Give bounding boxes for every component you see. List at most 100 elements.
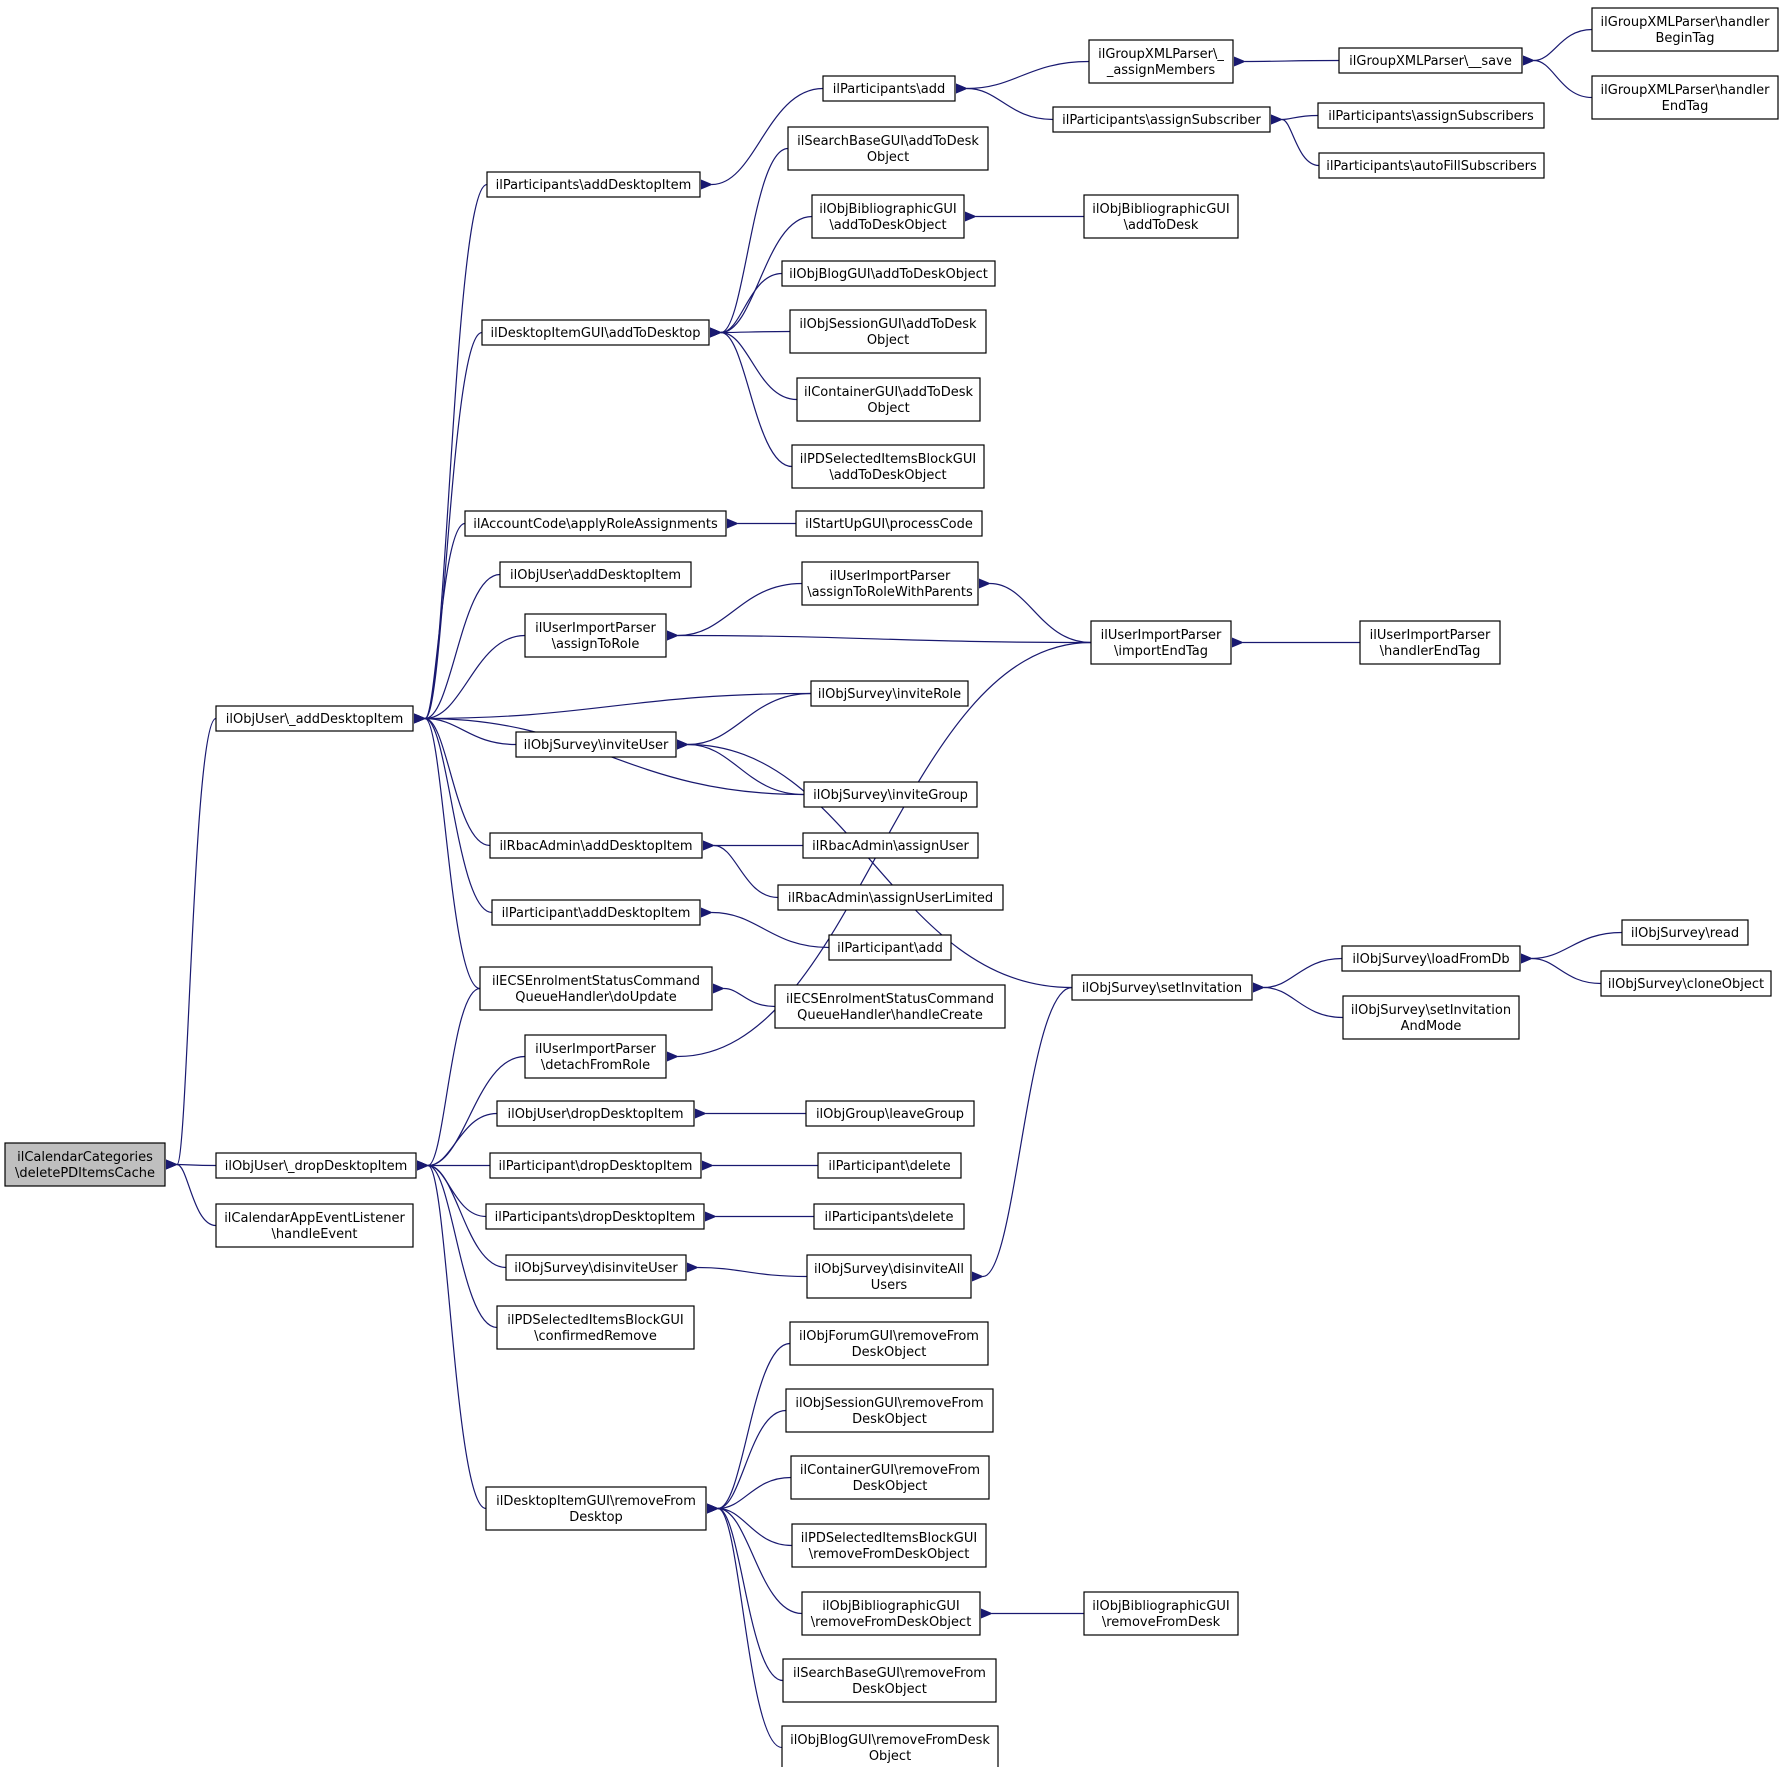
- graph-node[interactable]: ilUserImportParser\assignToRole: [524, 613, 667, 658]
- graph-node[interactable]: ilObjUser\addDesktopItem: [499, 561, 692, 588]
- graph-node[interactable]: ilObjSurvey\loadFromDb: [1341, 945, 1521, 972]
- graph-node[interactable]: ilObjForumGUI\removeFromDeskObject: [789, 1321, 989, 1366]
- graph-node[interactable]: ilObjUser\dropDesktopItem: [496, 1100, 695, 1127]
- graph-node[interactable]: ilObjSurvey\inviteUser: [515, 731, 677, 758]
- graph-node[interactable]: ilObjUser\_dropDesktopItem: [215, 1152, 417, 1179]
- graph-node[interactable]: ilParticipants\addDesktopItem: [486, 171, 701, 198]
- graph-node[interactable]: ilObjBlogGUI\addToDeskObject: [781, 260, 996, 287]
- graph-node[interactable]: ilUserImportParser\assignToRoleWithParen…: [801, 561, 979, 606]
- graph-node[interactable]: ilObjSurvey\inviteRole: [810, 680, 969, 707]
- graph-node[interactable]: ilObjBibliographicGUI\addToDesk: [1083, 194, 1239, 239]
- graph-node[interactable]: ilGroupXMLParser\__assignMembers: [1088, 39, 1234, 84]
- node-label: ilDesktopItemGUI\removeFrom: [496, 1494, 696, 1509]
- graph-node[interactable]: ilRbacAdmin\addDesktopItem: [489, 832, 703, 859]
- node-box: [801, 1591, 981, 1636]
- graph-node[interactable]: ilPDSelectedItemsBlockGUI\removeFromDesk…: [791, 1523, 987, 1568]
- graph-node[interactable]: ilUserImportParser\importEndTag: [1090, 620, 1232, 665]
- node-box: [789, 1321, 989, 1366]
- graph-node[interactable]: ilObjBibliographicGUI\removeFromDeskObje…: [801, 1591, 981, 1636]
- graph-edge: [709, 327, 791, 338]
- node-box: [464, 510, 727, 537]
- graph-node[interactable]: ilObjBibliographicGUI\addToDeskObject: [811, 194, 965, 239]
- graph-node[interactable]: ilParticipant\add: [828, 934, 952, 961]
- node-box: [1338, 47, 1523, 74]
- graph-node[interactable]: ilObjBlogGUI\removeFromDeskObject: [781, 1725, 999, 1767]
- node-box: [496, 1305, 695, 1350]
- graph-node[interactable]: ilObjSurvey\disinviteUser: [505, 1254, 687, 1281]
- graph-node[interactable]: ilContainerGUI\removeFromDeskObject: [790, 1455, 990, 1500]
- node-label: \removeFromDeskObject: [809, 1547, 970, 1562]
- graph-node[interactable]: ilContainerGUI\addToDeskObject: [796, 377, 981, 422]
- graph-node[interactable]: ilPDSelectedItemsBlockGUI\addToDeskObjec…: [791, 444, 985, 489]
- graph-edge: [1270, 114, 1320, 167]
- node-label: ilStartUpGUI\processCode: [805, 517, 973, 532]
- graph-node[interactable]: ilUserImportParser\detachFromRole: [524, 1034, 667, 1079]
- node-label: ilCalendarCategories: [17, 1150, 153, 1165]
- graph-node[interactable]: ilCalendarAppEventListener\handleEvent: [215, 1203, 414, 1248]
- node-box: [1071, 974, 1253, 1001]
- graph-node[interactable]: ilObjSurvey\inviteGroup: [803, 781, 978, 808]
- node-label: Object: [867, 150, 909, 165]
- node-label: ilParticipant\delete: [828, 1159, 950, 1174]
- graph-node[interactable]: ilParticipants\dropDesktopItem: [485, 1203, 705, 1230]
- graph-edge: [978, 578, 1092, 644]
- node-label: ilObjSurvey\inviteUser: [524, 738, 669, 753]
- graph-node[interactable]: ilParticipants\delete: [813, 1203, 965, 1230]
- graph-edge: [971, 986, 1073, 1282]
- graph-edge: [416, 1160, 487, 1510]
- node-label: \removeFromDesk: [1102, 1615, 1221, 1630]
- graph-node[interactable]: ilParticipants\assignSubscribers: [1317, 102, 1545, 129]
- graph-node[interactable]: ilObjSessionGUI\addToDeskObject: [789, 309, 987, 354]
- graph-node[interactable]: ilObjSurvey\setInvitation: [1071, 974, 1253, 1001]
- node-box: [215, 1203, 414, 1248]
- graph-node[interactable]: ilSearchBaseGUI\addToDeskObject: [787, 126, 989, 171]
- graph-node[interactable]: ilObjUser\_addDesktopItem: [215, 705, 414, 732]
- graph-node[interactable]: ilSearchBaseGUI\removeFromDeskObject: [782, 1658, 997, 1703]
- node-box: [1591, 7, 1779, 52]
- graph-node[interactable]: ilStartUpGUI\processCode: [795, 510, 983, 537]
- node-box: [791, 1523, 987, 1568]
- graph-node[interactable]: ilObjSurvey\cloneObject: [1600, 970, 1772, 997]
- graph-node[interactable]: ilDesktopItemGUI\addToDesktop: [481, 319, 710, 346]
- graph-node[interactable]: ilGroupXMLParser\handlerEndTag: [1591, 75, 1779, 120]
- graph-node[interactable]: ilRbacAdmin\assignUser: [802, 832, 979, 859]
- graph-node[interactable]: ilObjSurvey\read: [1621, 919, 1749, 946]
- graph-edge: [413, 573, 501, 724]
- graph-node[interactable]: ilGroupXMLParser\__save: [1338, 47, 1523, 74]
- graph-node[interactable]: ilECSEnrolmentStatusCommandQueueHandler\…: [774, 984, 1006, 1029]
- graph-node[interactable]: ilPDSelectedItemsBlockGUI\confirmedRemov…: [496, 1305, 695, 1350]
- node-label: ilParticipants\assignSubscriber: [1062, 113, 1261, 128]
- node-label: ilDesktopItemGUI\addToDesktop: [491, 326, 701, 341]
- node-label: ilGroupXMLParser\handler: [1601, 83, 1771, 98]
- node-box: [777, 884, 1004, 911]
- node-label: Object: [867, 401, 909, 416]
- graph-edge: [666, 582, 803, 641]
- root-node[interactable]: ilCalendarCategories\deletePDItemsCache: [4, 1142, 166, 1187]
- graph-node[interactable]: ilParticipant\dropDesktopItem: [489, 1152, 702, 1179]
- node-label: ilObjSessionGUI\addToDesk: [799, 317, 977, 332]
- graph-node[interactable]: ilParticipant\delete: [817, 1152, 962, 1179]
- graph-node[interactable]: ilECSEnrolmentStatusCommandQueueHandler\…: [479, 966, 713, 1011]
- graph-node[interactable]: ilObjSessionGUI\removeFromDeskObject: [785, 1388, 994, 1433]
- graph-node[interactable]: ilParticipant\addDesktopItem: [491, 899, 701, 926]
- graph-node[interactable]: ilAccountCode\applyRoleAssignments: [464, 510, 727, 537]
- node-label: ilRbacAdmin\assignUserLimited: [788, 891, 993, 906]
- graph-node[interactable]: ilParticipants\assignSubscriber: [1052, 106, 1271, 133]
- graph-node[interactable]: ilUserImportParser\handlerEndTag: [1359, 620, 1501, 665]
- graph-node[interactable]: ilObjBibliographicGUI\removeFromDesk: [1083, 1591, 1239, 1636]
- graph-node[interactable]: ilRbacAdmin\assignUserLimited: [777, 884, 1004, 911]
- node-label: ilObjUser\addDesktopItem: [510, 568, 681, 583]
- node-label: ilParticipants\assignSubscribers: [1328, 109, 1534, 124]
- node-box: [802, 832, 979, 859]
- node-label: ilUserImportParser: [1370, 628, 1491, 643]
- graph-node[interactable]: ilParticipants\autoFillSubscribers: [1318, 152, 1545, 179]
- node-label: ilObjBlogGUI\addToDeskObject: [789, 267, 988, 282]
- graph-node[interactable]: ilObjGroup\leaveGroup: [805, 1100, 975, 1127]
- graph-node[interactable]: ilParticipants\add: [822, 75, 956, 102]
- graph-edge: [706, 1503, 793, 1547]
